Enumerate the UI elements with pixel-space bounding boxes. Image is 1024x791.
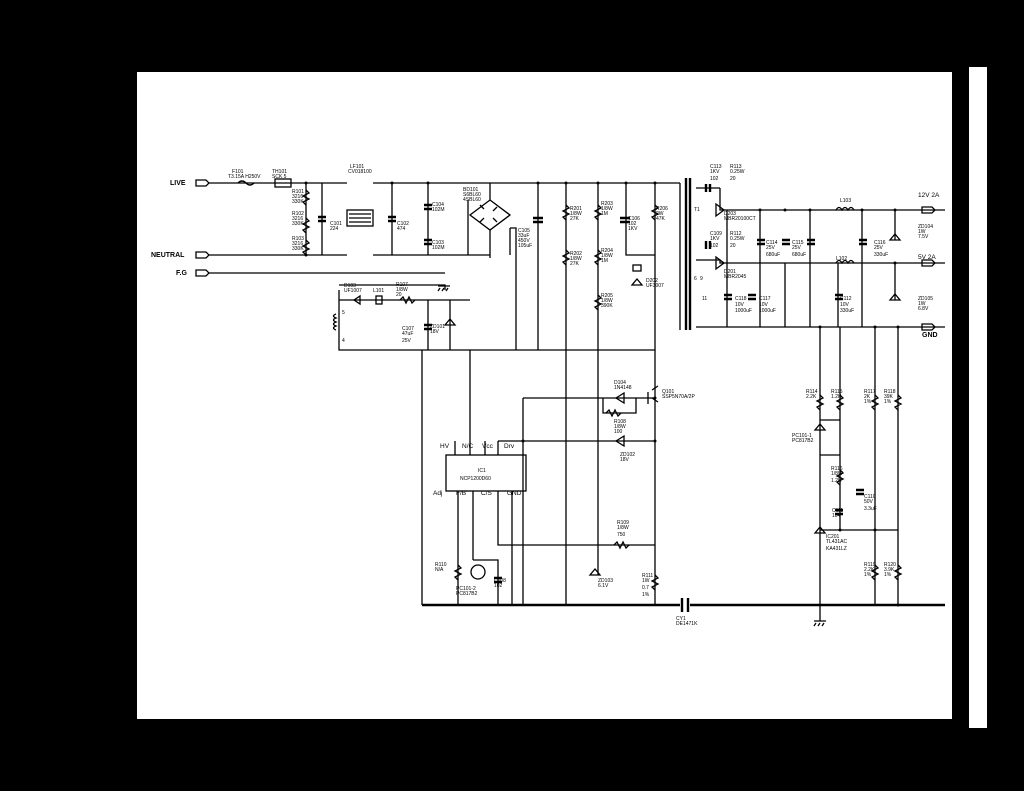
terminal-5v: 5V 2A <box>918 254 936 261</box>
terminal-labels: LIVE NEUTRAL F.G 12V 2A 5V 2A GND <box>151 180 940 339</box>
terminal-neutral: NEUTRAL <box>151 252 185 259</box>
svg-text:Drv: Drv <box>504 443 515 450</box>
svg-text:C/S: C/S <box>481 490 493 497</box>
ic101-pins-top: HV N/C Vcc Drv <box>440 443 515 450</box>
pin-numbers: 5 4 6 9 11 <box>342 276 707 344</box>
ic101-pins-bottom: Adj F/B C/S GND <box>433 490 522 497</box>
terminal-live: LIVE <box>170 180 186 187</box>
right-margin-strip <box>969 67 987 728</box>
svg-text:HV: HV <box>440 443 450 450</box>
svg-text:5: 5 <box>342 310 345 316</box>
svg-text:4: 4 <box>342 338 345 344</box>
l101-label: L101 <box>373 288 384 294</box>
svg-text:6: 6 <box>694 276 697 282</box>
svg-text:11: 11 <box>702 296 707 302</box>
schematic-sheet <box>137 72 952 719</box>
svg-text:Vcc: Vcc <box>482 443 494 450</box>
svg-text:Adj: Adj <box>433 490 442 497</box>
svg-text:N/C: N/C <box>462 443 474 450</box>
svg-text:9: 9 <box>700 276 703 282</box>
l102-label: L102 <box>836 256 847 262</box>
t1-label: T1 <box>694 207 700 213</box>
terminal-fg: F.G <box>176 270 187 277</box>
svg-text:F/B: F/B <box>456 490 466 497</box>
svg-text:GND: GND <box>507 490 522 497</box>
terminal-gnd: GND <box>922 332 938 339</box>
terminal-12v: 12V 2A <box>918 192 940 199</box>
l103-label: L103 <box>840 198 851 204</box>
component-symbols <box>195 178 936 627</box>
